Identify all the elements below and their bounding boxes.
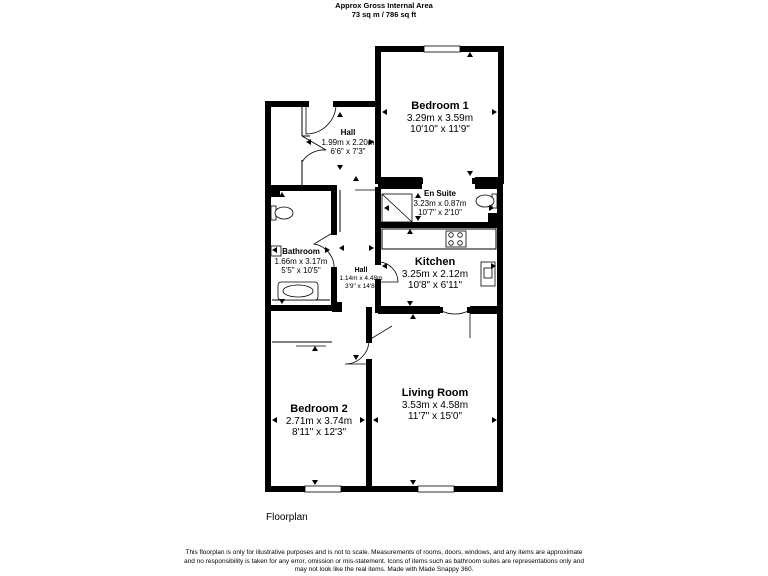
room-label-living-room: Living Room 3.53m x 4.58m 11'7" x 15'0" bbox=[390, 387, 480, 422]
room-metric: 1.66m x 3.17m bbox=[274, 257, 328, 266]
room-label-hall-upper: Hall 1.99m x 2.20m 6'6" x 7'3" bbox=[313, 128, 383, 156]
room-metric: 1.99m x 2.20m bbox=[321, 138, 375, 147]
room-imperial: 3'9" x 14'8" bbox=[344, 283, 378, 290]
room-label-bedroom2: Bedroom 2 2.71m x 3.74m 8'11" x 12'3" bbox=[278, 403, 360, 438]
room-name: Kitchen bbox=[414, 256, 456, 268]
room-imperial: 10'8" x 6'11" bbox=[407, 280, 463, 291]
room-label-kitchen: Kitchen 3.25m x 2.12m 10'8" x 6'11" bbox=[395, 256, 475, 291]
room-name: Hall bbox=[354, 267, 368, 274]
wall-blocks bbox=[268, 177, 503, 314]
room-metric: 1.14m x 4.48m bbox=[339, 275, 383, 282]
dimension-markers bbox=[272, 52, 497, 485]
room-name: Bathroom bbox=[282, 247, 320, 256]
fixtures bbox=[270, 193, 498, 347]
room-imperial: 11'7" x 15'0" bbox=[407, 411, 463, 422]
room-label-hall-lower: Hall 1.14m x 4.48m 3'9" x 14'8" bbox=[331, 266, 391, 291]
room-name: En Suite bbox=[423, 189, 456, 198]
floorplan-caption: Floorplan bbox=[266, 512, 308, 523]
room-label-bathroom: Bathroom 1.66m x 3.17m 5'5" x 10'5" bbox=[266, 247, 336, 275]
windows bbox=[304, 45, 461, 493]
room-name: Bedroom 2 bbox=[290, 403, 348, 415]
room-name: Bedroom 1 bbox=[411, 100, 469, 112]
room-imperial: 6'6" x 7'3" bbox=[330, 147, 366, 156]
room-imperial: 5'5" x 10'5" bbox=[281, 266, 321, 275]
door-swings bbox=[301, 103, 471, 365]
room-metric: 3.25m x 2.12m bbox=[401, 269, 469, 280]
room-imperial: 10'7" x 2'10" bbox=[418, 208, 462, 217]
room-imperial: 10'10" x 11'9" bbox=[410, 124, 470, 135]
disclaimer-line-1: This floorplan is only for illustrative … bbox=[185, 549, 583, 556]
room-label-bedroom1: Bedroom 1 3.29m x 3.59m 10'10" x 11'9" bbox=[400, 100, 480, 135]
room-label-en-suite: En Suite 3.23m x 0.87m 10'7" x 2'10" bbox=[400, 189, 480, 217]
room-imperial: 8'11" x 12'3" bbox=[291, 427, 347, 438]
gross-area-value: 73 sq m / 786 sq ft bbox=[351, 10, 417, 19]
room-metric: 3.29m x 3.59m bbox=[406, 113, 474, 124]
room-name: Living Room bbox=[401, 387, 469, 399]
room-name: Hall bbox=[340, 128, 356, 137]
room-metric: 2.71m x 3.74m bbox=[285, 416, 353, 427]
gross-area-title: Approx Gross Internal Area bbox=[335, 1, 433, 10]
disclaimer-line-2: and no responsibility is taken for any e… bbox=[184, 557, 584, 565]
disclaimer-line-3: may not look like the real items. Made w… bbox=[294, 566, 474, 573]
room-metric: 3.23m x 0.87m bbox=[413, 199, 467, 208]
room-metric: 3.53m x 4.58m bbox=[401, 400, 469, 411]
disclaimer: This floorplan is only for illustrative … bbox=[150, 549, 618, 575]
